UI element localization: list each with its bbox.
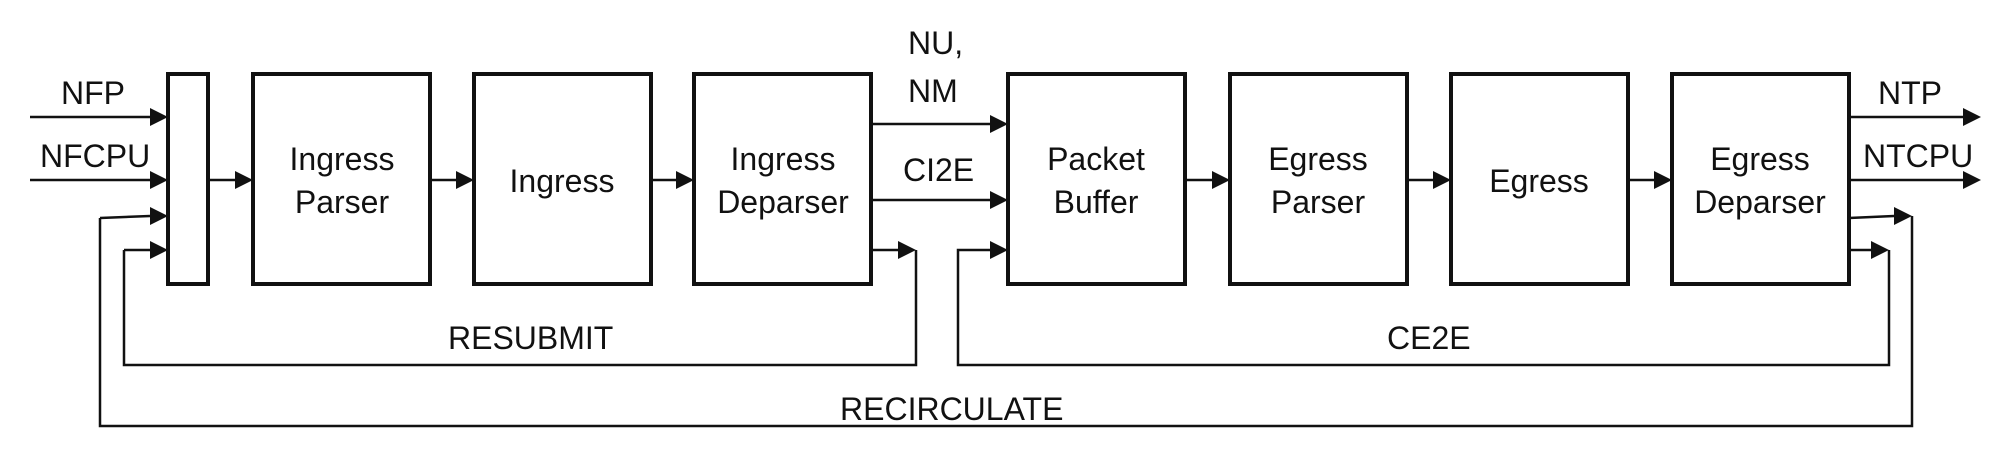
resubmit-loop xyxy=(122,241,918,367)
ntp-label: NTP xyxy=(1878,75,1942,111)
recirculate-loop xyxy=(98,207,1914,428)
nfp-input-arrow xyxy=(30,108,168,126)
ingress-parser-to-ingress-arrow xyxy=(430,171,474,189)
packet-buffer-label-1: Packet xyxy=(1047,141,1145,177)
nm-label: NM xyxy=(908,73,958,109)
ingress-deparser-block: Ingress Deparser xyxy=(692,72,873,286)
egress-deparser-label-2: Deparser xyxy=(1694,184,1826,220)
ingress-to-ingress-deparser-arrow xyxy=(651,171,694,189)
ci2e-arrow xyxy=(871,191,1008,209)
ingress-deparser-label-1: Ingress xyxy=(731,141,836,177)
ingress-deparser-label-2: Deparser xyxy=(717,184,849,220)
packet-buffer-to-egress-parser-arrow xyxy=(1185,171,1230,189)
ce2e-loop xyxy=(956,241,1891,367)
recirculate-label: RECIRCULATE xyxy=(840,391,1063,427)
ntcpu-label: NTCPU xyxy=(1863,138,1973,174)
egress-parser-block: Egress Parser xyxy=(1228,72,1409,286)
egress-parser-label-1: Egress xyxy=(1268,141,1368,177)
egress-parser-label-2: Parser xyxy=(1271,184,1366,220)
ingress-parser-label-2: Parser xyxy=(295,184,390,220)
egress-to-egress-deparser-arrow xyxy=(1628,171,1672,189)
ci2e-label: CI2E xyxy=(903,152,974,188)
ce2e-label: CE2E xyxy=(1387,320,1471,356)
ingress-block: Ingress xyxy=(472,72,653,286)
egress-parser-to-egress-arrow xyxy=(1407,171,1451,189)
ntcpu-output-arrow xyxy=(1849,171,1981,189)
mux-to-ingress-parser-arrow xyxy=(208,171,253,189)
ingress-parser-block: Ingress Parser xyxy=(251,72,432,286)
nu-nm-arrow xyxy=(871,115,1008,133)
ingress-parser-label-1: Ingress xyxy=(290,141,395,177)
recirculate-return-arrow xyxy=(99,207,168,225)
packet-buffer-label-2: Buffer xyxy=(1054,184,1139,220)
ingress-label: Ingress xyxy=(510,163,615,199)
nfp-label: NFP xyxy=(61,75,125,111)
resubmit-return-arrow xyxy=(124,241,168,259)
resubmit-label: RESUBMIT xyxy=(448,320,613,356)
nu-label: NU, xyxy=(908,25,963,61)
egress-deparser-block: Egress Deparser xyxy=(1670,72,1851,286)
nfcpu-label: NFCPU xyxy=(40,138,150,174)
egress-block: Egress xyxy=(1449,72,1630,286)
packet-buffer-block: Packet Buffer xyxy=(1006,72,1187,286)
input-mux-block xyxy=(166,72,210,286)
ntp-output-arrow xyxy=(1849,108,1981,126)
nfcpu-input-arrow xyxy=(30,171,168,189)
egress-deparser-label-1: Egress xyxy=(1710,141,1810,177)
egress-label: Egress xyxy=(1489,163,1589,199)
